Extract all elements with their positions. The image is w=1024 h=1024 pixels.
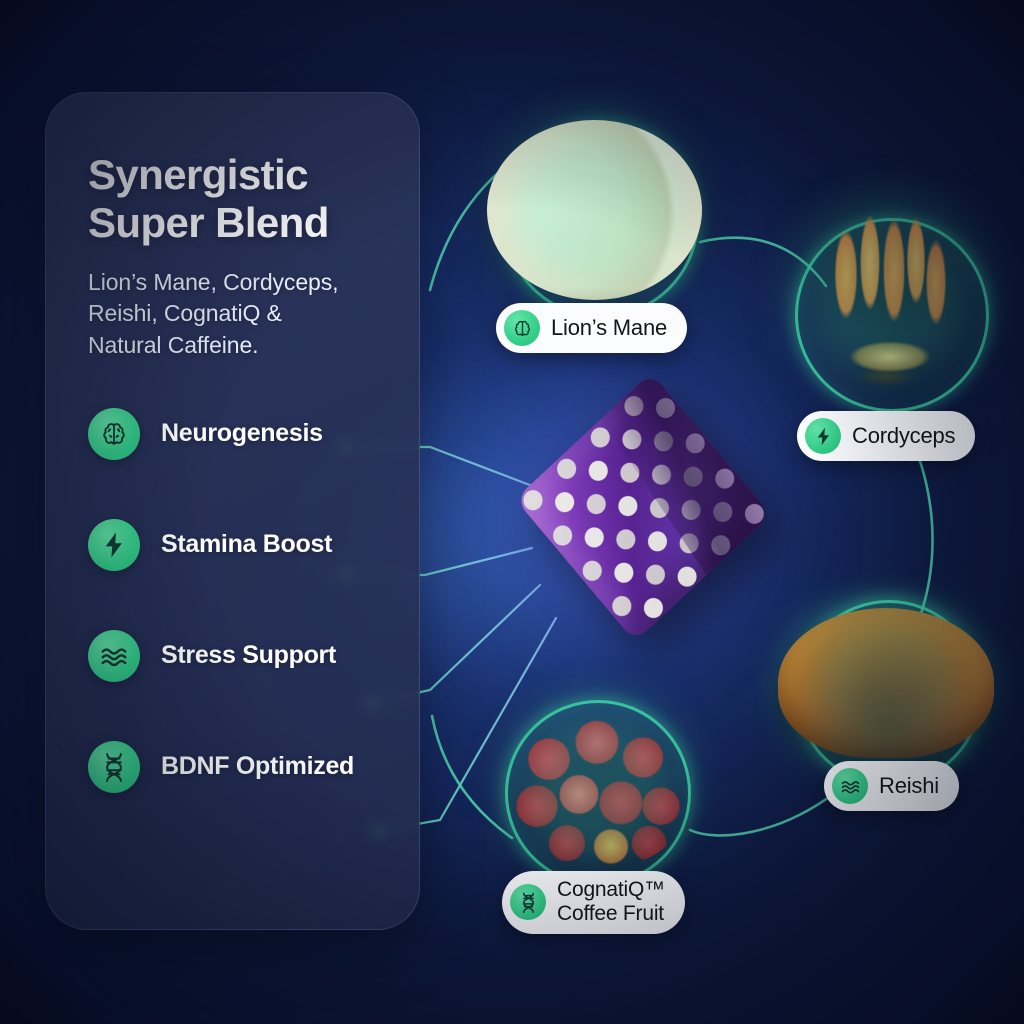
pill-cordyceps[interactable]: Cordyceps	[797, 411, 976, 461]
benefit-item-stress-support: Stress Support	[88, 629, 385, 682]
waves-icon	[88, 629, 140, 682]
pill-label: Cordyceps	[852, 423, 956, 449]
dna-icon	[510, 884, 546, 921]
info-card: Synergistic Super Blend Lion’s Mane, Cor…	[45, 92, 420, 930]
pill-label-line-2: Coffee Fruit	[557, 902, 664, 926]
pill-label: Lion’s Mane	[551, 315, 668, 341]
brain-icon	[88, 407, 140, 460]
pill-lions-mane[interactable]: Lion’s Mane	[496, 303, 688, 353]
pill-reishi[interactable]: Reishi	[824, 761, 959, 811]
brain-icon	[504, 310, 540, 346]
subtitle-line-1: Lion’s Mane, Cordyceps,	[88, 268, 339, 295]
pill-cognatiq-coffee-fruit[interactable]: CognatiQ™ Coffee Fruit	[502, 871, 685, 934]
benefit-item-stamina-boost: Stamina Boost	[88, 518, 385, 571]
benefit-label: Stress Support	[161, 641, 336, 670]
pill-label: CognatiQ™ Coffee Fruit	[557, 878, 665, 927]
dna-icon	[88, 740, 140, 793]
benefit-label: Stamina Boost	[161, 530, 333, 559]
waves-icon	[832, 768, 868, 804]
lions-mane-photo	[487, 120, 702, 300]
cordyceps-photo	[790, 196, 990, 392]
subtitle-line-2: Reishi, CognatiQ &	[88, 300, 282, 327]
pill-label: Reishi	[879, 773, 939, 799]
card-subtitle: Lion’s Mane, Cordyceps, Reishi, CognatiQ…	[88, 267, 385, 362]
coffee-fruit-photo	[497, 702, 697, 870]
product-image	[472, 328, 816, 696]
benefit-item-bdnf-optimized: BDNF Optimized	[88, 740, 385, 793]
page-title: Synergistic Super Blend	[88, 151, 385, 247]
pill-label-line-1: CognatiQ™	[557, 878, 665, 901]
benefit-label: Neurogenesis	[161, 419, 323, 448]
benefits-list: Neurogenesis Stamina Boost Stress Suppor…	[88, 407, 385, 793]
reishi-photo	[778, 608, 994, 758]
subtitle-line-3: Natural Caffeine.	[88, 332, 259, 359]
title-line-1: Synergistic	[88, 151, 308, 198]
lightning-bolt-icon	[805, 418, 841, 454]
benefit-item-neurogenesis: Neurogenesis	[88, 407, 385, 460]
benefit-label: BDNF Optimized	[161, 752, 355, 781]
title-line-2: Super Blend	[88, 198, 329, 246]
lightning-bolt-icon	[88, 518, 140, 571]
